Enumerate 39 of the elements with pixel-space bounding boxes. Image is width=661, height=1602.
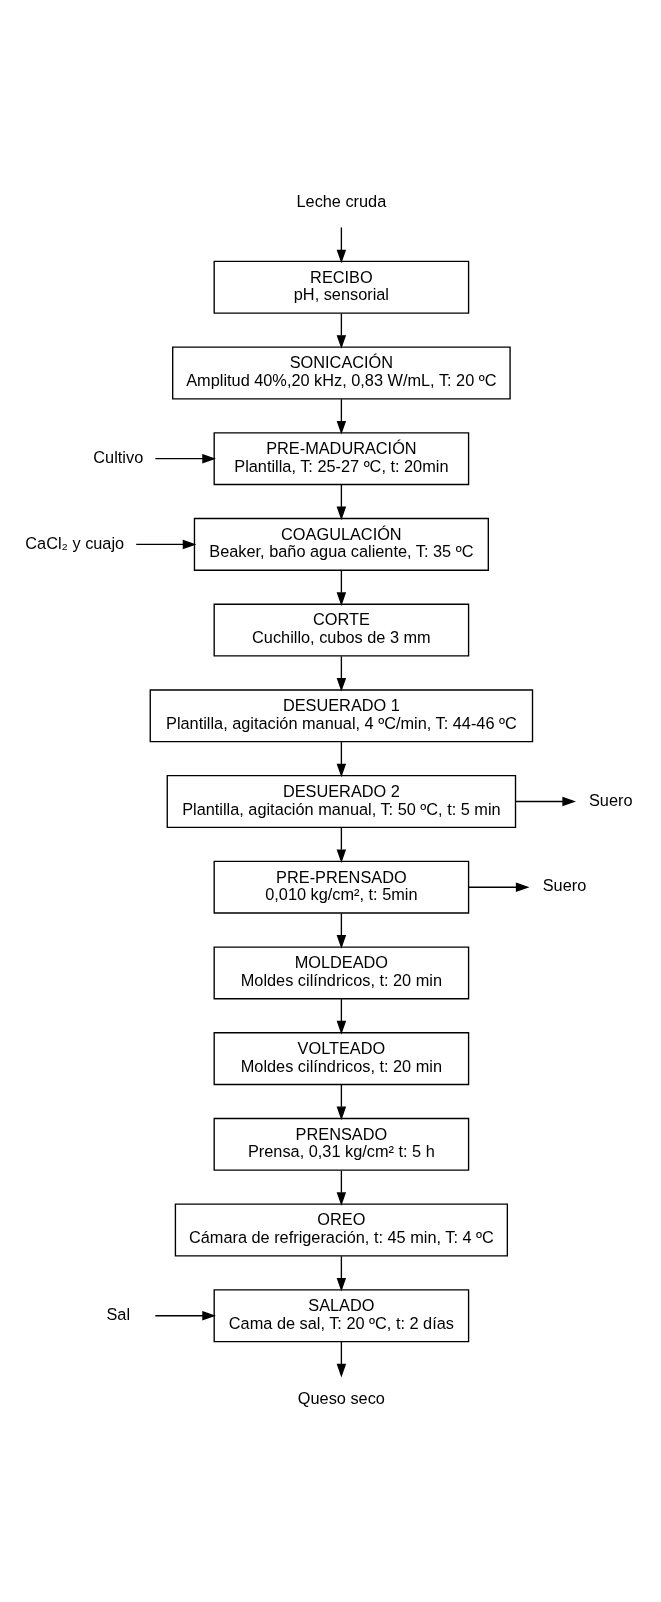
arrow <box>336 826 347 863</box>
node-text: Leche cruda <box>296 191 387 210</box>
arrow <box>336 740 347 777</box>
arrow <box>336 998 347 1034</box>
node-box: MOLDEADO Moldes cilíndricos, t: 20 min <box>213 945 470 999</box>
node-box: PRE-PRENSADO 0,010 kg/cm², t: 5min <box>213 860 470 914</box>
arrow <box>336 1340 347 1377</box>
arrow <box>336 569 347 606</box>
node-text: CaCl₂ y cuajo <box>25 533 125 552</box>
node-box: VOLTEADO Moldes cilíndricos, t: 20 min <box>213 1031 470 1085</box>
node-text: Sal <box>106 1304 131 1323</box>
node-box: SALADO Cama de sal, T: 20 ºC, t: 2 días <box>213 1288 470 1342</box>
arrow <box>467 881 530 892</box>
node-text: Cultivo <box>93 447 144 466</box>
arrow <box>336 912 347 949</box>
node-text: Suero <box>542 875 587 894</box>
arrow <box>135 539 197 549</box>
arrow <box>336 483 347 520</box>
node-box: DESUERADO 2 Plantilla, agitación manual, T: 50 ºC, t: 5 min <box>166 774 517 828</box>
node-box: COAGULACIÓN Beaker, baño agua caliente, T: 35 ºC <box>193 517 489 571</box>
arrow <box>336 655 347 692</box>
node-box: SONICACIÓN Amplitud 40%,20 kHz, 0,83 W/mL, T: 20 ºC <box>172 345 511 399</box>
arrow <box>514 796 576 806</box>
node-text: Suero <box>588 790 633 809</box>
arrow <box>336 1169 347 1206</box>
arrow <box>336 1083 347 1120</box>
arrow <box>154 1310 216 1320</box>
arrow <box>336 312 347 349</box>
node-box: RECIBO pH, sensorial <box>213 260 470 314</box>
node-box: PRENSADO Prensa, 0,31 kg/cm² t: 5 h <box>213 1117 470 1171</box>
node-box: CORTE Cuchillo, cubos de 3 mm <box>213 603 470 657</box>
node-text: Queso seco <box>297 1388 385 1407</box>
arrow <box>336 1255 347 1292</box>
node-box: PRE-MADURACIÓN Plantilla, T: 25-27 ºC, t: 20min <box>213 431 470 485</box>
node-box: DESUERADO 1 Plantilla, agitación manual, 4 ºC/min, T: 44-46 ºC <box>149 688 534 742</box>
node-box: OREO Cámara de refrigeración, t: 45 min, T: 4 ºC <box>174 1203 509 1257</box>
arrow <box>154 453 216 463</box>
arrow <box>336 226 347 263</box>
arrow <box>336 398 347 434</box>
